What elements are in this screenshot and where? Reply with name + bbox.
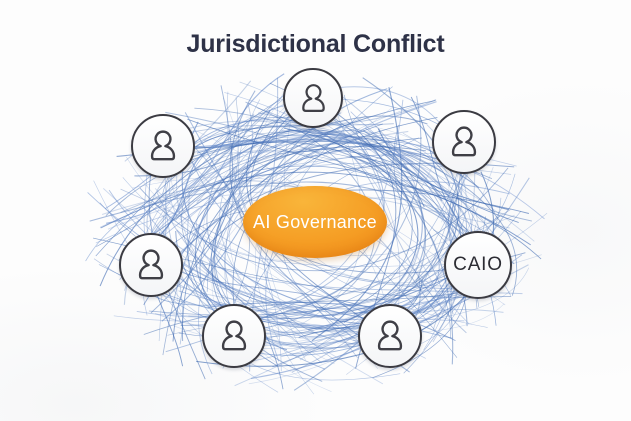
person-node-top — [283, 68, 343, 128]
person-icon — [138, 249, 164, 280]
person-node-bottom-right — [358, 304, 422, 368]
ai-governance-label: AI Governance — [253, 211, 377, 232]
person-node-upper-right — [432, 110, 496, 174]
person-icon — [221, 320, 247, 351]
person-node-upper-left — [131, 114, 195, 178]
ai-governance-ellipse: AI Governance — [243, 186, 387, 258]
person-icon — [150, 130, 176, 161]
caio-node: CAIO — [444, 231, 512, 299]
person-icon — [451, 126, 477, 157]
diagram-title: Jurisdictional Conflict — [186, 30, 445, 58]
caio-label: CAIO — [453, 254, 503, 275]
person-node-left — [119, 233, 183, 297]
person-icon — [377, 320, 403, 351]
person-node-bottom-left — [202, 304, 266, 368]
person-icon — [301, 83, 325, 112]
